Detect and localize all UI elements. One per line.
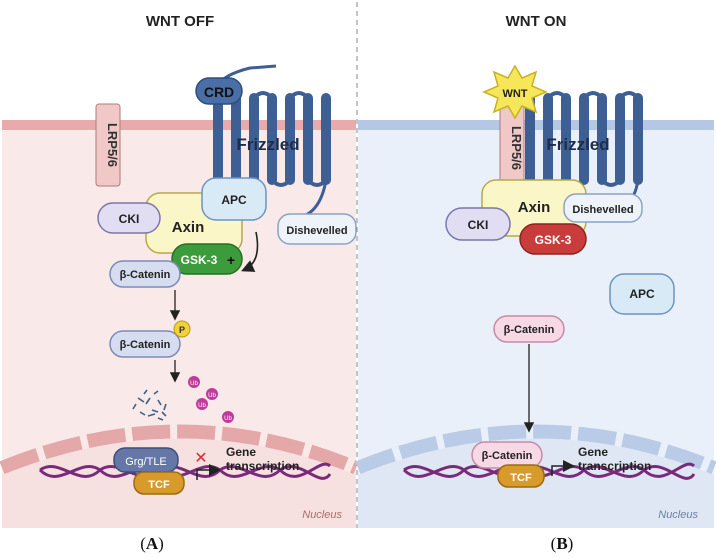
ubiquitin-label-1: Ub [190, 381, 198, 387]
cki-protein [97, 202, 161, 234]
right-dna-helix [402, 462, 696, 480]
frizzled-label: Frizzled [236, 135, 299, 154]
apc-label: APC [221, 193, 247, 207]
dishevelled-label: Dishevelled [286, 225, 347, 237]
beta-catenin-stable-label: β-Catenin [504, 324, 555, 336]
grg-tle-label: Grg/TLE [125, 456, 167, 468]
panel-wnt-off: WNT OFF LRP5/6 Frizzled CRD Axin APC CKI… [0, 13, 359, 553]
gsk3-protein-active [519, 223, 587, 255]
ubiquitin-icon [206, 388, 218, 400]
lrp56-label: LRP5/6 [105, 123, 120, 167]
ubiquitin-label-4: Ub [224, 416, 232, 422]
tcf-factor [133, 471, 185, 495]
ubiquitin-icon [188, 376, 200, 388]
beta-catenin-stable [493, 315, 565, 343]
gsk3-label: GSK-3 [181, 253, 218, 267]
cki-protein-active [445, 207, 511, 241]
dishevelled-label-active: Dishevelled [572, 204, 633, 216]
left-caption: (A) [140, 534, 164, 553]
right-caption: (B) [551, 534, 574, 553]
cki-label: CKI [119, 212, 140, 226]
axin-label: Axin [172, 219, 205, 236]
gene-label: Gene [226, 445, 256, 459]
apc-protein-free [609, 273, 675, 315]
phospho-beta-catenin [109, 330, 181, 358]
ubiquitin-icon [196, 398, 208, 410]
degraded-fragments [132, 389, 167, 421]
frizzled-label-active: Frizzled [546, 135, 609, 154]
left-plasma-membrane [2, 120, 356, 130]
tcf-label-active: TCF [510, 472, 532, 484]
phosphate-group-icon [173, 320, 191, 338]
wnt-ligand-icon [482, 64, 548, 120]
ubiquitin-icon [222, 411, 234, 423]
phosphate-label: P [179, 325, 185, 335]
axin-label-active: Axin [518, 199, 551, 216]
ubiquitin-label-2: Ub [208, 393, 216, 399]
panel-wnt-on: WNT ON LRP5/6 Frizzled WNT Axin CKI GSK-… [355, 13, 716, 553]
left-nucleus-label: Nucleus [302, 509, 342, 521]
apc-protein [201, 177, 267, 221]
ubiquitin-label-3: Ub [198, 403, 206, 409]
crd-label: CRD [204, 84, 234, 100]
gsk3-plus-sign: + [227, 252, 235, 268]
gene-label-active: Gene [578, 445, 608, 459]
lrp56-receptor [95, 103, 121, 187]
right-panel-title: WNT ON [506, 13, 567, 30]
transcription-start-arrow-active [551, 460, 575, 476]
inhibition-curved-arrow [241, 231, 259, 272]
beta-catenin-nuclear-label: β-Catenin [482, 450, 533, 462]
gsk3-protein [171, 243, 243, 275]
wnt-label: WNT [502, 88, 527, 100]
transcription-label: transcription [226, 459, 299, 473]
transcription-blocked-icon: ✕ [194, 450, 207, 467]
cki-label-active: CKI [468, 218, 489, 232]
phospho-beta-catenin-label: β-Catenin [120, 339, 171, 351]
right-nucleus-label: Nucleus [658, 509, 698, 521]
dishevelled-protein [277, 213, 357, 245]
transcription-start-arrow [196, 464, 221, 480]
crd-domain [195, 77, 243, 105]
transcription-label-active: transcription [578, 459, 651, 473]
ubiquitin-group: Ub Ub Ub Ub [188, 376, 234, 423]
beta-catenin-label: β-Catenin [120, 269, 171, 281]
lrp56-label-active: LRP5/6 [509, 126, 524, 170]
right-nuclear-envelope [355, 424, 716, 475]
beta-catenin-complex [109, 260, 181, 288]
left-nuclear-envelope [0, 424, 359, 475]
dishevelled-protein-active [563, 193, 643, 223]
gsk3-label-active: GSK-3 [535, 233, 572, 247]
tcf-label: TCF [148, 479, 170, 491]
left-panel-title: WNT OFF [146, 13, 214, 30]
tcf-factor-active [497, 464, 545, 488]
left-dna-helix [38, 462, 332, 480]
apc-label-free: APC [629, 287, 655, 301]
right-plasma-membrane [358, 120, 714, 130]
